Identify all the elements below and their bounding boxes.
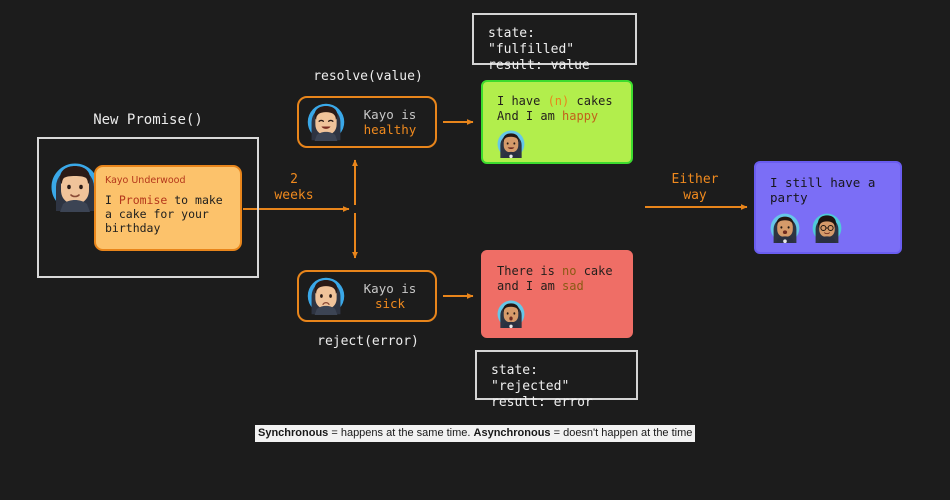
- new-promise-title: New Promise(): [93, 112, 203, 128]
- happy-line2-a: And I am: [497, 109, 563, 123]
- two-weeks-line2: weeks: [274, 188, 314, 203]
- rejected-result-text: There is no cake and I am sad: [497, 264, 617, 294]
- kayo-healthy-line1: Kayo is: [363, 107, 417, 122]
- happy-line1-a: I have: [497, 94, 548, 108]
- kayo-healthy-pill: Kayo is healthy: [297, 96, 437, 148]
- happy-line2-b: happy: [562, 109, 599, 123]
- sad-line1-n: no: [562, 264, 577, 278]
- rejected-result-card: There is no cake and I am sad: [481, 250, 633, 338]
- caption-sync-term: Synchronous: [258, 427, 329, 439]
- sync-async-caption: Synchronous = happens at the same time. …: [255, 425, 696, 442]
- two-weeks-line1: 2: [290, 172, 298, 187]
- state-fulfilled-line2: result: value: [488, 58, 590, 73]
- sad-line1-b: cake: [576, 264, 613, 278]
- party-card: I still have a party: [754, 161, 902, 254]
- happy-line1-n: (n): [547, 94, 570, 108]
- two-weeks-label: 2 weeks: [262, 172, 326, 204]
- state-rejected-line2: result: error: [491, 395, 593, 410]
- promise-text-after: to make a cake for your birthday: [105, 193, 223, 235]
- man-sad-avatar: [497, 300, 525, 328]
- woman-glasses-avatar: [812, 213, 842, 243]
- reject-label: reject(error): [317, 334, 419, 349]
- either-way-label: Either way: [655, 172, 735, 204]
- happy-line1-b: cakes: [569, 94, 613, 108]
- woman-sick-avatar: [307, 277, 345, 315]
- resolve-label: resolve(value): [313, 69, 423, 84]
- man-avatar: [770, 213, 800, 243]
- kayo-sick-text: Kayo is sick: [345, 281, 435, 311]
- kayo-sick-line2: sick: [374, 296, 406, 311]
- caption-async-term: Asynchronous: [473, 427, 551, 439]
- sad-line2-b: sad: [562, 279, 584, 293]
- woman-avatar: [50, 162, 100, 212]
- promise-keyword: Promise: [118, 193, 168, 207]
- party-avatar-group: [770, 213, 886, 243]
- kayo-healthy-line2: healthy: [363, 122, 417, 137]
- party-card-text: I still have a party: [770, 175, 876, 205]
- kayo-sick-line1: Kayo is: [363, 281, 417, 296]
- fulfilled-result-text: I have (n) cakes And I am happy: [497, 94, 617, 124]
- state-fulfilled-line1: state: "fulfilled": [488, 26, 575, 57]
- promise-author-name: Kayo Underwood: [105, 175, 186, 186]
- state-fulfilled-box: state: "fulfilled" result: value: [472, 13, 637, 73]
- state-rejected-line1: state: "rejected": [491, 363, 570, 394]
- woman-happy-avatar: [307, 103, 345, 141]
- promise-text-before: I: [105, 193, 119, 207]
- kayo-healthy-text: Kayo is healthy: [345, 107, 435, 137]
- man-happy-avatar: [497, 130, 525, 158]
- kayo-sick-pill: Kayo is sick: [297, 270, 437, 322]
- either-way-line2: way: [683, 188, 707, 203]
- promise-card-text: I Promise to make a cake for your birthd…: [105, 193, 231, 235]
- sad-line1-a: There is: [497, 264, 563, 278]
- caption-sync-def: = happens at the same time.: [328, 427, 474, 439]
- state-rejected-box: state: "rejected" result: error: [475, 350, 638, 410]
- caption-async-def: = doesn't happen at the time: [550, 427, 693, 439]
- either-way-line1: Either: [671, 172, 719, 187]
- new-promise-frame: [37, 137, 259, 278]
- sad-line2-a: and I am: [497, 279, 563, 293]
- fulfilled-result-card: I have (n) cakes And I am happy: [481, 80, 633, 164]
- promise-card: Kayo Underwood I Promise to make a cake …: [94, 165, 242, 251]
